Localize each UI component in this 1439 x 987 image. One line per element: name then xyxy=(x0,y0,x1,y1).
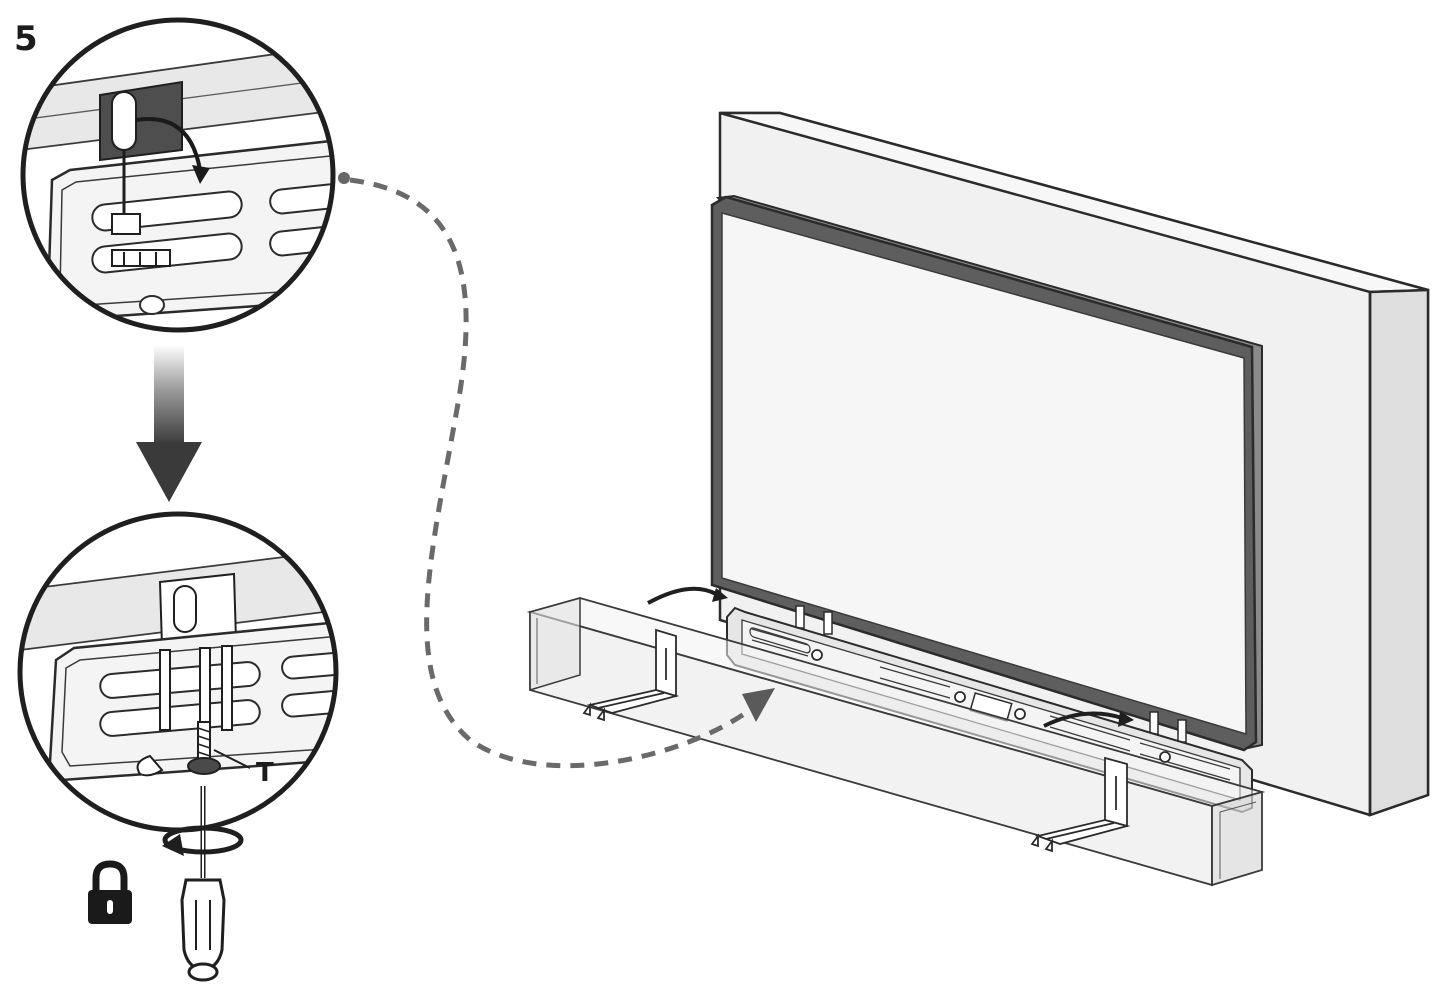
detail-circle-bottom xyxy=(0,500,363,860)
screw-callout-label: T xyxy=(256,760,274,786)
detail-circle-top xyxy=(0,0,361,360)
lock-icon xyxy=(88,864,132,924)
curved-arrow-icon xyxy=(648,588,728,603)
wall-side xyxy=(1370,290,1428,815)
down-arrow-icon xyxy=(136,345,202,502)
